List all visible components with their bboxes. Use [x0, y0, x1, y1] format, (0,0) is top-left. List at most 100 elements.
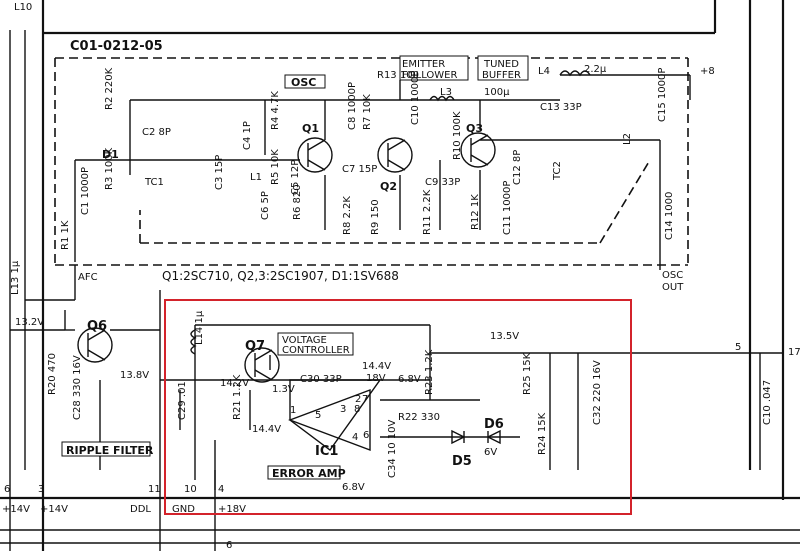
v-6-8-top: 6.8V: [398, 374, 421, 385]
bottom-18v: +18V: [218, 504, 246, 515]
v-6: 6V: [484, 447, 497, 458]
voltage-controller-label: VOLTAGE: [282, 335, 327, 346]
c5-label: C5 12P: [290, 160, 301, 195]
r3-label: R3 100K: [104, 147, 115, 190]
r22-label: R22 330: [398, 412, 440, 423]
c28-label: C28 330 16V: [72, 355, 83, 420]
osc-out-label-2: OUT: [662, 282, 684, 293]
c32-label: C32 220 16V: [592, 360, 603, 425]
d1-label: D1: [102, 148, 119, 161]
ic-pin-6: 6: [363, 430, 369, 441]
bottom-14v-b: +14V: [40, 504, 68, 515]
v-14-4-top: 14.4V: [362, 361, 391, 372]
l13-label: L13 1μ: [10, 260, 21, 295]
tuned-buffer-label: TUNED: [483, 59, 519, 70]
error-amp-label: ERROR AMP: [272, 467, 346, 480]
d6-diode: [486, 429, 501, 445]
c10b-label: C10 .047: [762, 380, 773, 425]
v-14-2: 14.2V: [220, 378, 249, 389]
r4-label: R4 4.7K: [270, 91, 281, 130]
l4-label: L4: [538, 66, 550, 77]
d5-label: D5: [452, 454, 472, 469]
ic-pin-7: 7: [362, 394, 368, 405]
l14-coil: [190, 329, 197, 355]
ic-pin-3: 3: [340, 404, 346, 415]
ic1-op-amp: [288, 379, 382, 452]
c7-label: C7 15P: [342, 164, 377, 175]
d5-diode: [451, 429, 466, 445]
voltage-controller-label-2: CONTROLLER: [282, 345, 350, 356]
osc-wiring: [25, 74, 691, 301]
pin-5: 5: [735, 342, 741, 353]
regulator-wiring: [10, 310, 783, 490]
emitter-follower-label-2: FOLLOWER: [402, 70, 457, 81]
c10-label: C10 1000P: [410, 71, 421, 125]
bottom-ddl: DDL: [130, 504, 151, 515]
bottom-gnd: GND: [172, 504, 195, 515]
pin-4: 4: [218, 484, 224, 495]
pin-3: 3: [38, 484, 44, 495]
q7-label: Q7: [245, 339, 265, 354]
q1-transistor: [297, 137, 333, 173]
c11-label: C11 1000P: [502, 181, 513, 235]
r13-label: R13 100: [377, 70, 419, 81]
osc-board-outline: [54, 57, 689, 266]
r24-label: R24 15K: [537, 412, 548, 455]
c1-label: C1 1000P: [80, 167, 91, 215]
c15-label: C15 1000P: [657, 68, 668, 122]
l3-label: L3: [440, 87, 452, 98]
r11-label: R11 2.2K: [422, 189, 433, 235]
ripple-filter-box: RIPPLE FILTER: [61, 441, 154, 457]
c6-label: C6 5P: [260, 191, 271, 220]
ic-pin-4: 4: [352, 432, 358, 443]
c8-label: C8 1000P: [347, 82, 358, 130]
v-1-3: 1.3V: [272, 384, 295, 395]
q2-transistor: [377, 137, 413, 173]
pin-6-left: 6: [4, 484, 10, 495]
l4-value: 2.2μ: [584, 64, 607, 75]
c4-label: C4 1P: [242, 121, 253, 150]
r9-label: R9 150: [370, 199, 381, 235]
plus8-label: +8: [700, 66, 715, 77]
pin-10: 10: [184, 484, 197, 495]
c9-label: C9 33P: [425, 177, 460, 188]
v-13-5: 13.5V: [490, 331, 519, 342]
board-id: C01-0212-05: [70, 39, 163, 54]
q6-label: Q6: [87, 319, 107, 334]
q3-label: Q3: [466, 122, 483, 135]
ic-pin-2: 2: [355, 394, 361, 405]
r10-label: R10 100K: [452, 111, 463, 160]
ic-pin-1: 1: [290, 405, 296, 416]
afc-label: AFC: [78, 272, 98, 283]
l1-label: L1: [250, 172, 262, 183]
c34-label: C34 10 10V: [387, 419, 398, 478]
ripple-filter-label: RIPPLE FILTER: [66, 444, 154, 457]
q7-transistor: [244, 347, 280, 383]
r5-label: R5 10K: [270, 149, 281, 185]
r7-label: R7 10K: [362, 94, 373, 130]
pin-11: 11: [148, 484, 161, 495]
c30-label: C30 33P: [300, 374, 342, 385]
v-13-2: 13.2V: [15, 317, 44, 328]
d6-label: D6: [484, 417, 504, 432]
v-18: 18V: [366, 373, 386, 384]
c29-label: C29 .01: [177, 381, 188, 420]
tc1-label: TC1: [144, 177, 164, 188]
q1-label: Q1: [302, 122, 319, 135]
q3-transistor: [460, 132, 496, 168]
c2-label: C2 8P: [142, 127, 171, 138]
r21-label: R21 1.2K: [232, 374, 243, 420]
v-13-8: 13.8V: [120, 370, 149, 381]
regulator-highlight: [164, 299, 632, 515]
l14-label: L14 1μ: [194, 310, 205, 345]
emitter-follower-label: EMITTER: [402, 59, 445, 70]
osc-label: OSC: [291, 76, 316, 89]
error-amp-box: ERROR AMP: [267, 465, 346, 480]
emitter-follower-box: EMITTER FOLLOWER: [399, 55, 469, 81]
osc-out-label: OSC: [662, 270, 683, 281]
top-l10: L10: [14, 2, 32, 13]
r1-label: R1 1K: [60, 220, 71, 250]
r8-label: R8 2.2K: [342, 196, 353, 235]
